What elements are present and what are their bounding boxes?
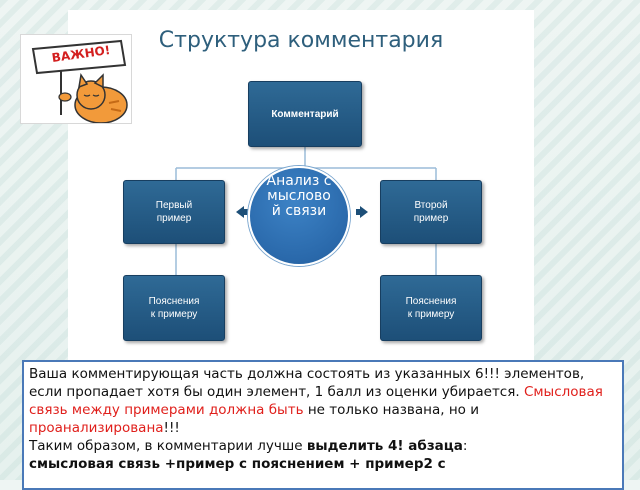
analysis-circle: Анализ смысловой связи [248, 166, 350, 266]
comment-box: Комментарий [248, 81, 362, 147]
note-text-2: не только названа, но и [303, 402, 479, 418]
note-text-3: !!! [163, 420, 180, 436]
slide-card: Структура комментария Комментарий Первый… [68, 10, 534, 362]
left-explanation-box: Пояснения к примеру [123, 275, 225, 341]
right-explanation-box: Пояснения к примеру [380, 275, 482, 341]
note-text-1: Ваша комментирующая часть должна состоят… [29, 366, 585, 400]
second-example-label: Второй пример [413, 200, 449, 224]
note-text-5: : [462, 438, 468, 454]
left-explanation-label: Пояснения к примеру [148, 296, 200, 320]
second-example-box: Второй пример [380, 180, 482, 244]
diagram-connectors [175, 145, 437, 275]
important-sticker: ВАЖНО! [20, 34, 132, 124]
analysis-circle-label: Анализ смысловой связи [266, 173, 332, 219]
note-bold-1: выделить 4! абзаца [306, 438, 463, 454]
note-red-2: проанализирована [29, 420, 164, 436]
first-example-box: Первый пример [123, 180, 225, 244]
first-example-label: Первый пример [155, 200, 193, 224]
right-arrow-icon [356, 206, 368, 218]
note-text-4: Таким образом, в комментарии лучше [29, 438, 307, 454]
cat-with-sign-icon [31, 39, 128, 123]
note-red-1: Смысловая связь между примерами должна б… [29, 384, 603, 418]
note-textbox: Ваша комментирующая часть должна состоят… [22, 360, 624, 490]
slide-title: Структура комментария [158, 28, 444, 53]
note-bold-2: смысловая связь +пример с пояснением + п… [29, 456, 446, 472]
comment-box-label: Комментарий [271, 108, 339, 120]
left-arrow-icon [236, 206, 248, 218]
right-explanation-label: Пояснения к примеру [405, 296, 457, 320]
